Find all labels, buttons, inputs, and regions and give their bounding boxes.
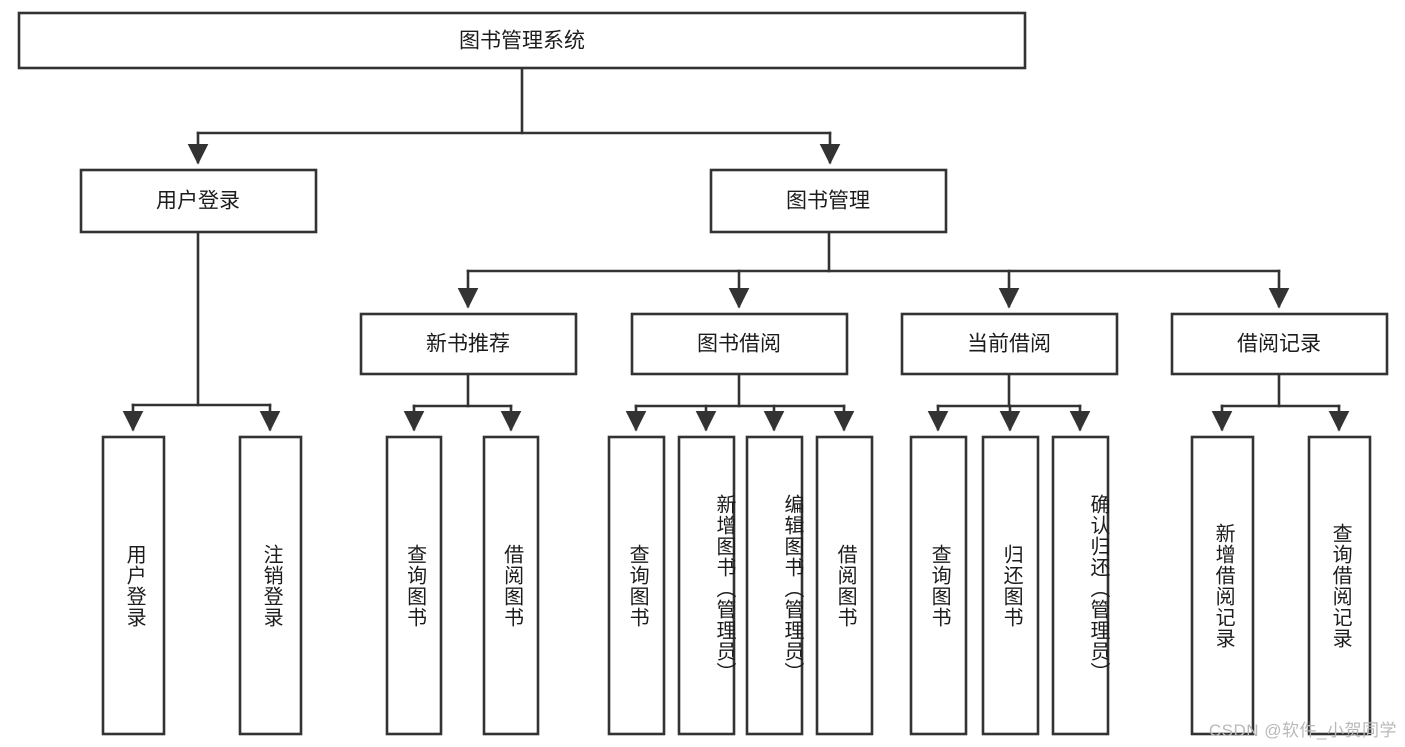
node-book-manage-box[interactable] bbox=[709, 168, 948, 234]
leaf-user-login-box[interactable] bbox=[101, 435, 166, 736]
node-new-book-recommend-label: 新书推荐 bbox=[426, 333, 510, 356]
leaf-query-book-3-box[interactable] bbox=[909, 435, 968, 736]
leaf-add-book-box[interactable] bbox=[677, 435, 736, 736]
node-book-manage-label: 图书管理 bbox=[786, 190, 870, 213]
leaf-boxes-group bbox=[101, 435, 1372, 736]
leaf-edit-book-box[interactable] bbox=[745, 435, 804, 736]
node-user-login-box[interactable] bbox=[79, 168, 318, 234]
leaf-return-book-box[interactable] bbox=[981, 435, 1040, 736]
node-current-borrow[interactable]: 当前借阅 bbox=[900, 312, 1119, 376]
leaf-borrow-book-2-box[interactable] bbox=[815, 435, 874, 736]
node-book-borrow-box[interactable] bbox=[630, 312, 849, 376]
leaf-borrow-book-1-box[interactable] bbox=[482, 435, 540, 736]
connector-group bbox=[122, 66, 1350, 432]
node-borrow-record-box[interactable] bbox=[1170, 312, 1389, 376]
leaf-query-book-1-box[interactable] bbox=[385, 435, 443, 736]
node-user-login[interactable]: 用户登录 bbox=[79, 168, 318, 234]
node-user-login-label: 用户登录 bbox=[156, 190, 240, 213]
node-borrow-record[interactable]: 借阅记录 bbox=[1170, 312, 1389, 376]
node-root-label: 图书管理系统 bbox=[459, 30, 585, 53]
node-new-book-recommend-box[interactable] bbox=[359, 312, 578, 376]
node-book-borrow[interactable]: 图书借阅 bbox=[630, 312, 849, 376]
leaf-confirm-return-box[interactable] bbox=[1051, 435, 1110, 736]
leaf-query-borrow-record-box[interactable] bbox=[1307, 435, 1372, 736]
node-root[interactable]: 图书管理系统 bbox=[17, 11, 1027, 70]
leaf-query-book-2-box[interactable] bbox=[607, 435, 666, 736]
node-current-borrow-box[interactable] bbox=[900, 312, 1119, 376]
node-book-manage[interactable]: 图书管理 bbox=[709, 168, 948, 234]
csdn-watermark: CSDN @软件_小贺同学 bbox=[1208, 721, 1397, 740]
node-current-borrow-label: 当前借阅 bbox=[967, 333, 1051, 356]
leaf-add-borrow-record-box[interactable] bbox=[1190, 435, 1255, 736]
node-new-book-recommend[interactable]: 新书推荐 bbox=[359, 312, 578, 376]
node-book-borrow-label: 图书借阅 bbox=[697, 333, 781, 356]
node-root-box[interactable] bbox=[17, 11, 1027, 70]
leaf-logout-login-box[interactable] bbox=[238, 435, 303, 736]
node-borrow-record-label: 借阅记录 bbox=[1237, 333, 1321, 356]
